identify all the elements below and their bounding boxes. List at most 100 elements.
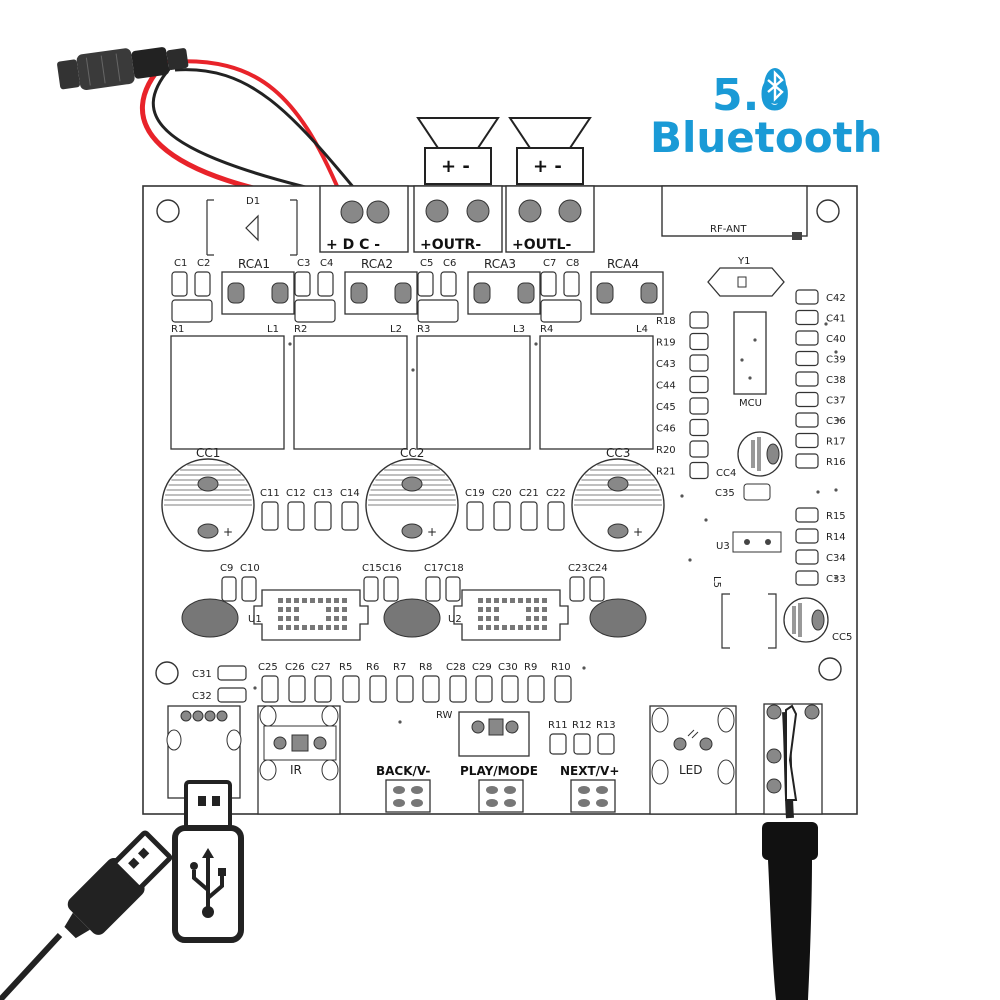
cap-pad [194,271,211,297]
label-rca: RCA1 [238,257,270,271]
label-resistor: R11 [548,720,568,731]
ic-pad [342,625,347,630]
ic-pad [286,616,291,621]
ic-pad [326,625,331,630]
label-cap: C14 [340,488,360,499]
label-bottom: C27 [311,662,331,673]
label-cap: C4 [320,258,333,269]
cap-pad [563,271,580,297]
resistor-pad [689,354,709,372]
rca-pin [596,282,614,304]
label-inductor: L3 [513,324,525,335]
cap-pad [317,271,334,297]
ic-pad [294,607,299,612]
tactile-button[interactable] [478,779,524,813]
speaker-right-polarity: + - [441,156,470,177]
ir-receiver: IR [257,705,341,815]
label-pad: R15 [826,511,846,522]
ic-pad [278,616,283,621]
ic-pad [334,607,339,612]
cap-pad [795,330,819,346]
button-pad [578,786,590,794]
ic-pad [318,625,323,630]
amp-ic [253,589,369,641]
button-pad [393,799,405,807]
cap-pad [440,271,457,297]
cap-pad [795,570,819,586]
label-bottom: R10 [551,662,571,673]
mount-hole [816,199,840,223]
cap-pad [363,576,379,602]
label-cap: C15 [362,563,382,574]
button-pad [486,786,498,794]
cap-pad [425,576,441,602]
label-cc4: CC4 [716,468,736,479]
mount-hole [818,657,842,681]
ic-pad [510,598,515,603]
label-cap: C17 [424,563,444,574]
rf-antenna: RF-ANT [661,185,808,240]
button-pad [393,786,405,794]
label-rca: RCA2 [361,257,393,271]
ic-pad [526,607,531,612]
label-cap: C9 [220,563,233,574]
rca-pin [350,282,368,304]
tactile-button[interactable] [385,779,431,813]
cap-pad [445,576,461,602]
ic-pad [310,625,315,630]
component-pad [554,675,572,703]
led-block: LED [649,705,737,815]
resistor-pad [689,418,709,437]
label-bottom: R8 [419,662,432,673]
label-cap: C18 [444,563,464,574]
ic-pad [342,616,347,621]
label-ic: U2 [448,614,462,625]
cap-pad [294,271,311,297]
label-cap: C13 [313,488,333,499]
label-pad: C45 [656,402,676,413]
label-c35: C35 [715,488,735,499]
label-cap: C3 [297,258,310,269]
label-outl: +OUTL- [512,237,571,253]
inductor-box [416,335,531,450]
button-pad [596,799,608,807]
component-pad [527,675,545,703]
resistor-pad [689,397,709,415]
rca-pin [271,282,289,304]
ic-pad [286,625,291,630]
cap-pad [795,549,819,565]
mcu-chip: MCU [733,311,767,409]
ic-pad [542,616,547,621]
ic-pad [494,625,499,630]
rca-pin [227,282,245,304]
cap-pad [547,501,565,531]
label-pad: R19 [656,338,676,349]
rca-pin [640,282,658,304]
aux-cable [762,704,818,1000]
label-pad: R16 [826,457,846,468]
label-cap: C23 [568,563,588,574]
cap-lead [607,476,629,492]
terminal-out-left: +OUTL- [505,185,595,253]
cap-pad [795,350,819,367]
ic-pad [294,625,299,630]
label-bottom: C29 [472,662,492,673]
ic-pad [494,607,499,612]
component-pad [288,675,306,703]
inductor-l5: L5 [711,576,777,649]
cap-pad [217,687,247,703]
label-cap: C8 [566,258,579,269]
cap-pad [493,501,511,531]
resistor-pad [689,332,709,351]
label-rca: RCA4 [607,257,639,271]
cap-pad [520,501,538,531]
resistor-pad [689,311,709,329]
label-inductor: L2 [390,324,402,335]
cap-footprint [417,299,459,323]
cap-pad [261,501,279,531]
cap-lead [607,523,629,539]
tactile-button[interactable] [570,779,616,813]
